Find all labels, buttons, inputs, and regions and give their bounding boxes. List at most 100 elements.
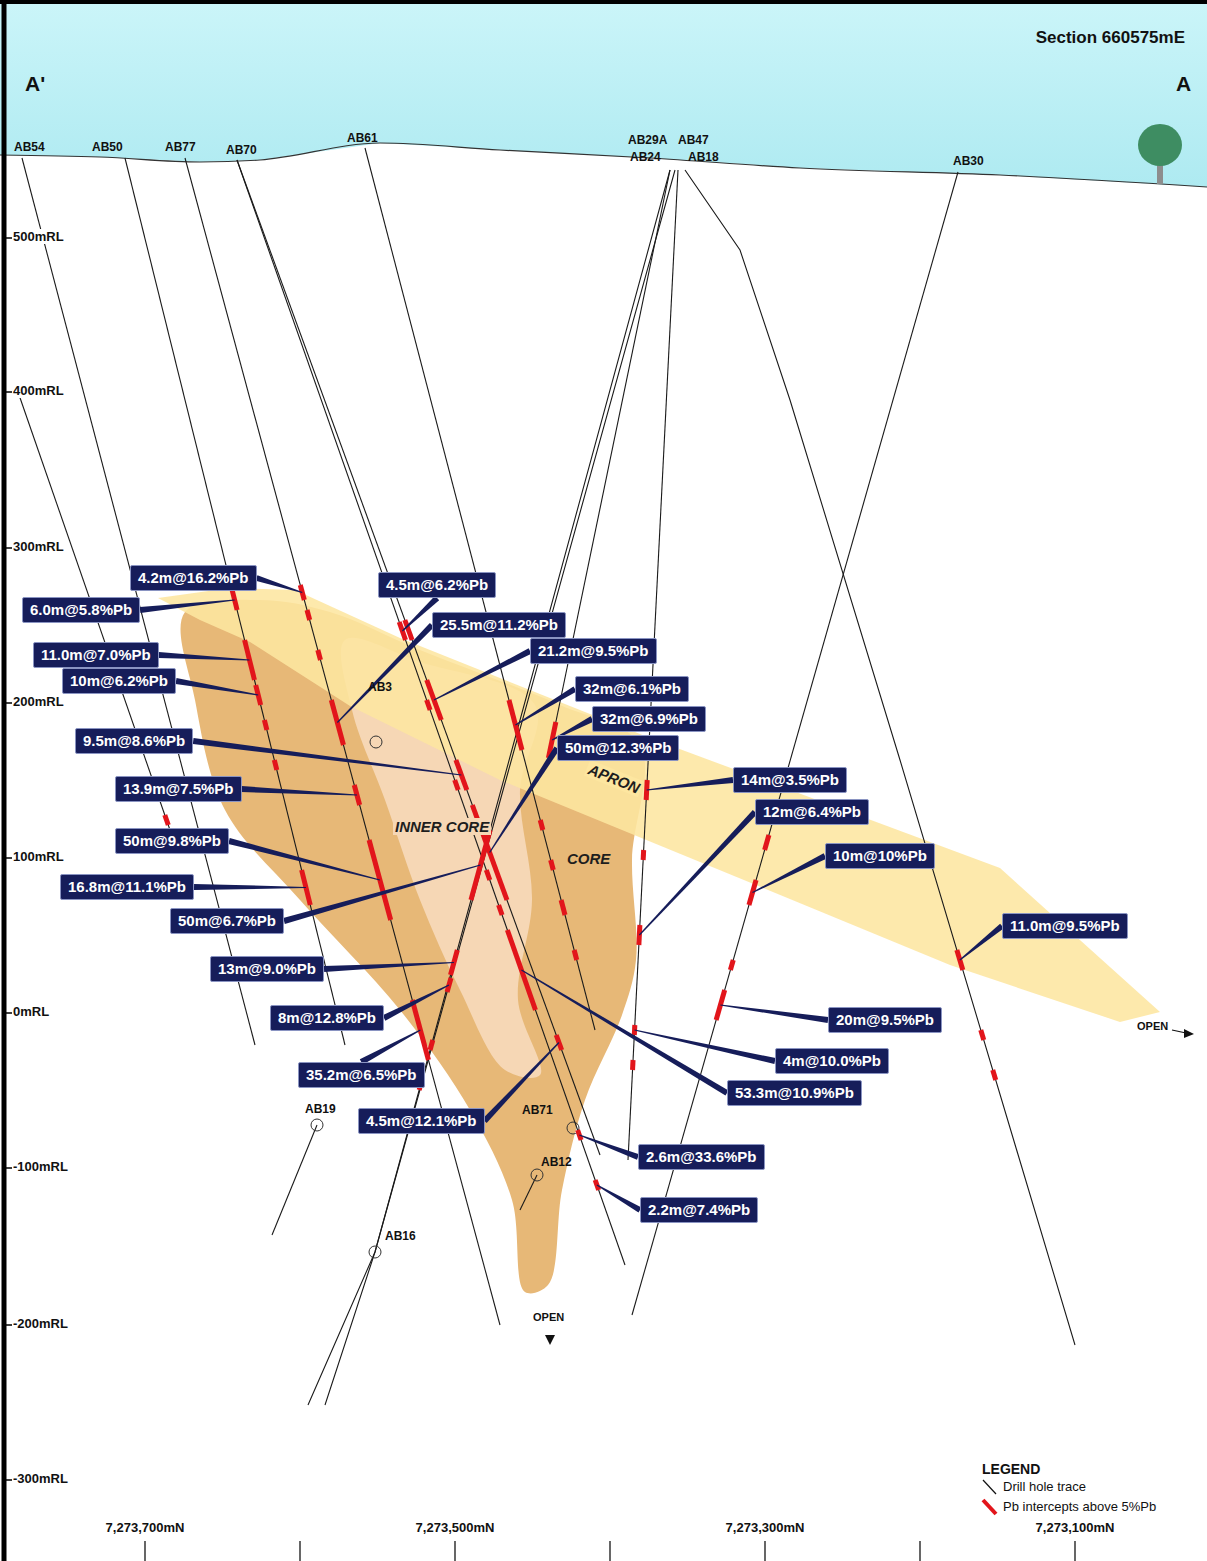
northing-label: 7,273,100mN (1036, 1520, 1115, 1535)
intercept-box: 14m@3.5%Pb (733, 767, 847, 793)
pb-intercept (264, 720, 266, 730)
legend-entry: Drill hole trace (1003, 1479, 1086, 1494)
intercept-text: 50m@12.3%Pb (565, 739, 671, 756)
drill-hole-name: AB16 (385, 1229, 416, 1243)
leader-line (194, 884, 306, 890)
intercept-box: 20m@9.5%Pb (828, 1007, 942, 1033)
northing-label: 7,273,500mN (416, 1520, 495, 1535)
intercept-text: 9.5m@8.6%Pb (83, 732, 185, 749)
northing-tick (919, 1541, 920, 1561)
leader-line (521, 969, 728, 1095)
drill-hole-trace (548, 170, 670, 760)
section-end-label: A (1176, 72, 1191, 96)
leader-line (639, 810, 757, 935)
intercept-box: 50m@12.3%Pb (557, 735, 679, 761)
legend-sample-intercept (983, 1500, 996, 1514)
pb-intercept (641, 850, 647, 860)
drill-hole-trace (628, 170, 678, 1160)
intercept-text: 32m@6.1%Pb (583, 680, 681, 697)
intercept-box: 50m@6.7%Pb (170, 908, 284, 934)
northing-tick (1074, 1541, 1075, 1561)
intercept-box: 25.5m@11.2%Pb (432, 612, 566, 638)
leader-line (482, 1042, 559, 1123)
leader-line (256, 575, 303, 593)
leader-line (959, 924, 1003, 961)
legend-heading: LEGEND (982, 1461, 1040, 1477)
leader-line (337, 623, 434, 723)
pb-intercept (981, 1030, 984, 1040)
pb-intercept (765, 835, 769, 850)
leader-line (579, 1134, 639, 1159)
open-arrowhead (1184, 1029, 1194, 1038)
intercept-box: 10m@10%Pb (825, 843, 935, 869)
intercept-box: 12m@6.4%Pb (755, 799, 869, 825)
pb-intercept (430, 1040, 433, 1050)
intercept-text: 2.2m@7.4%Pb (648, 1201, 750, 1218)
intercept-text: 35.2m@6.5%Pb (306, 1066, 417, 1083)
drill-hole-name: AB12 (541, 1155, 572, 1169)
legend-sample-hole (983, 1480, 996, 1494)
frame-top (0, 0, 1207, 4)
intercept-text: 4m@10.0%Pb (783, 1052, 881, 1069)
open-note: OPEN (1137, 1020, 1168, 1032)
drill-hole-trace (325, 170, 675, 1405)
northing-tick (144, 1541, 145, 1561)
pb-intercept (993, 1070, 996, 1080)
leader-line (176, 678, 259, 696)
pb-intercept (561, 900, 565, 915)
leader-line (193, 738, 462, 776)
intercept-box: 2.6m@33.6%Pb (638, 1144, 765, 1170)
intercept-box: 4.5m@12.1%Pb (358, 1108, 485, 1134)
hole-pierce-point (369, 1246, 381, 1258)
northing-tick (454, 1541, 455, 1561)
section-title: Section 660575mE (1036, 28, 1185, 48)
northing-tick (609, 1541, 610, 1561)
pb-intercept (274, 760, 276, 770)
open-note: OPEN (533, 1311, 564, 1323)
zone-region: COREINNER CORE (185, 598, 645, 1298)
leader-line (752, 853, 826, 893)
intercept-text: 14m@3.5%Pb (741, 771, 839, 788)
elevation-label: 0mRL (12, 1004, 50, 1019)
pb-intercept (307, 610, 310, 620)
drill-hole-name: AB3 (368, 680, 392, 694)
leader-line (634, 1029, 775, 1064)
leader-line (383, 984, 450, 1020)
hole-pierce-point (311, 1119, 323, 1131)
pb-intercept (427, 700, 431, 710)
drill-hole-name: AB19 (305, 1102, 336, 1116)
drill-hole-trace (308, 170, 670, 1405)
leader-line (283, 864, 480, 923)
pb-intercept (455, 780, 459, 790)
pb-intercept (165, 815, 168, 825)
intercept-box: 35.2m@6.5%Pb (298, 1062, 425, 1088)
leader-line (140, 599, 235, 613)
drill-hole-name: AB18 (688, 150, 719, 164)
intercept-text: 4.5m@12.1%Pb (366, 1112, 477, 1129)
intercept-text: 4.2m@16.2%Pb (138, 569, 249, 586)
leader-line (647, 777, 734, 791)
legend-entry: Pb intercepts above 5%Pb (1003, 1499, 1156, 1514)
leader-line (515, 686, 576, 725)
elevation-label: 500mRL (12, 229, 65, 244)
zone-label: APRON (584, 760, 644, 798)
intercept-text: 50m@6.7%Pb (178, 912, 276, 929)
intercept-box: 9.5m@8.6%Pb (75, 728, 193, 754)
intercept-box: 8m@12.8%Pb (270, 1005, 384, 1031)
intercept-box: 13m@9.0%Pb (210, 956, 324, 982)
intercept-text: 4.5m@6.2%Pb (386, 576, 488, 593)
drill-hole-name: AB50 (92, 140, 123, 154)
elevation-label: -200mRL (12, 1316, 69, 1331)
hole-pierce-point (531, 1169, 543, 1181)
leader-line (720, 1004, 828, 1023)
drill-hole-trace (272, 1125, 317, 1235)
drill-hole-name: AB71 (522, 1103, 553, 1117)
intercept-box: 32m@6.1%Pb (575, 676, 689, 702)
pb-intercept (499, 905, 503, 915)
pb-intercept (412, 1000, 428, 1060)
elevation-label: 200mRL (12, 694, 65, 709)
pb-intercept (486, 870, 490, 880)
northing-tick (299, 1541, 300, 1561)
drill-hole-name: AB61 (347, 131, 378, 145)
leader-line (228, 838, 380, 880)
